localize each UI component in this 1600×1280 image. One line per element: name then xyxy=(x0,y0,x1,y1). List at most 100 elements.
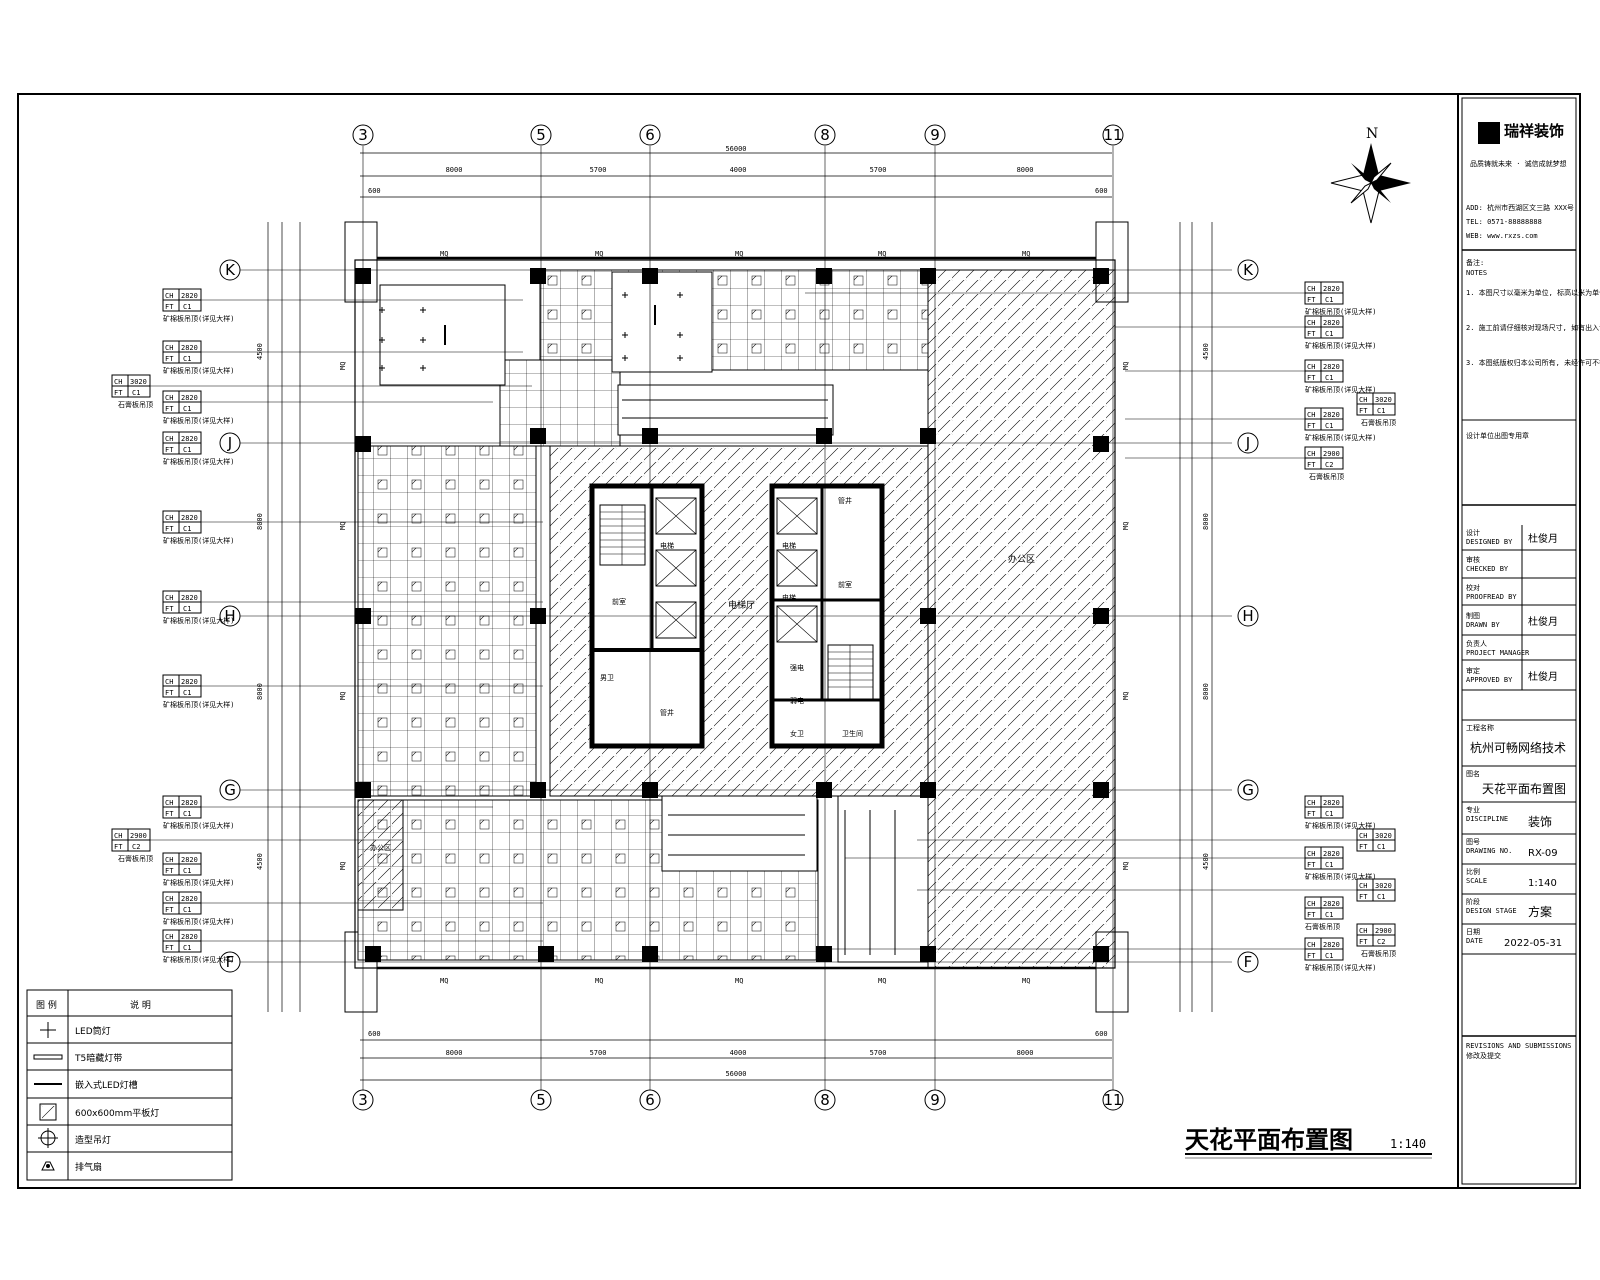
svg-text:管井: 管井 xyxy=(660,708,674,717)
svg-text:8000: 8000 xyxy=(256,513,264,530)
svg-text:2820: 2820 xyxy=(1323,319,1340,327)
corridor-ceiling xyxy=(617,384,834,436)
tile-grid-north-west xyxy=(499,359,621,447)
svg-text:CH: CH xyxy=(1359,927,1367,935)
axis-bubble-bottom: 11 xyxy=(1102,1089,1124,1111)
svg-text:FT: FT xyxy=(1307,911,1316,919)
svg-text:FT: FT xyxy=(114,389,123,397)
svg-text:3020: 3020 xyxy=(1375,882,1392,890)
svg-text:3: 3 xyxy=(358,126,368,144)
room-labels: 电梯厅 办公区 办公区 前室 管井 电梯 电梯 电梯 前室 强电 弱电 卫生间 … xyxy=(370,496,1035,852)
svg-text:矿棉板吊顶(详见大样): 矿棉板吊顶(详见大样) xyxy=(163,821,234,830)
svg-text:MQ: MQ xyxy=(595,250,603,258)
svg-text:FT: FT xyxy=(165,867,174,875)
svg-text:DRAWING NO.: DRAWING NO. xyxy=(1466,847,1512,855)
svg-text:CH: CH xyxy=(165,292,173,300)
svg-text:CH: CH xyxy=(1359,832,1367,840)
strip-light-icon xyxy=(33,1054,63,1060)
svg-text:8: 8 xyxy=(820,1091,830,1109)
svg-text:图 例: 图 例 xyxy=(36,999,57,1011)
svg-text:设计: 设计 xyxy=(1466,528,1480,537)
svg-text:6: 6 xyxy=(645,126,655,144)
svg-text:C1: C1 xyxy=(1325,374,1333,382)
svg-text:2820: 2820 xyxy=(181,856,198,864)
svg-text:矿棉板吊顶(详见大样): 矿棉板吊顶(详见大样) xyxy=(163,536,234,545)
svg-text:2820: 2820 xyxy=(1323,363,1340,371)
svg-text:CH: CH xyxy=(165,435,173,443)
strip-lighting-room xyxy=(661,795,818,872)
svg-text:600: 600 xyxy=(368,1030,381,1038)
svg-text:56000: 56000 xyxy=(725,1070,746,1078)
svg-text:FT: FT xyxy=(165,525,174,533)
svg-text:PROJECT MANAGER: PROJECT MANAGER xyxy=(1466,649,1530,657)
svg-text:C1: C1 xyxy=(183,525,191,533)
svg-text:矿棉板吊顶(详见大样): 矿棉板吊顶(详见大样) xyxy=(163,917,234,926)
svg-text:MQ: MQ xyxy=(735,250,743,258)
axis-bubble-bottom: 9 xyxy=(924,1089,946,1111)
svg-text:MQ: MQ xyxy=(339,522,347,530)
svg-text:9: 9 xyxy=(930,126,940,144)
led-downlight-icon xyxy=(40,1022,56,1038)
svg-text:3020: 3020 xyxy=(130,378,147,386)
axis-bubble-bottom: 8 xyxy=(814,1089,836,1111)
svg-text:CH: CH xyxy=(1307,850,1315,858)
axis-bubble-right: F xyxy=(1237,951,1259,973)
axis-bubble-bottom: 6 xyxy=(639,1089,661,1111)
svg-text:矿棉板吊顶(详见大样): 矿棉板吊顶(详见大样) xyxy=(163,314,234,323)
svg-text:MQ: MQ xyxy=(339,692,347,700)
svg-text:FT: FT xyxy=(1359,938,1368,946)
svg-text:FT: FT xyxy=(165,689,174,697)
svg-text:2900: 2900 xyxy=(130,832,147,840)
svg-text:2820: 2820 xyxy=(181,435,198,443)
svg-text:C2: C2 xyxy=(132,843,140,851)
svg-text:强电: 强电 xyxy=(790,663,804,672)
svg-text:MQ: MQ xyxy=(339,362,347,370)
svg-text:CH: CH xyxy=(114,832,122,840)
svg-text:专业: 专业 xyxy=(1466,805,1480,814)
svg-text:G: G xyxy=(1242,781,1254,799)
svg-text:杭州可畅网络技术: 杭州可畅网络技术 xyxy=(1470,740,1566,755)
elevator-car xyxy=(655,601,697,639)
svg-text:K: K xyxy=(225,261,236,279)
svg-text:办公区: 办公区 xyxy=(1008,553,1035,565)
svg-text:CH: CH xyxy=(1307,900,1315,908)
svg-text:石膏板吊顶: 石膏板吊顶 xyxy=(1361,418,1396,427)
svg-text:CH: CH xyxy=(1307,450,1315,458)
svg-text:MQ: MQ xyxy=(1022,977,1030,985)
svg-text:杜俊月: 杜俊月 xyxy=(1528,670,1558,683)
svg-text:负责人: 负责人 xyxy=(1466,639,1487,648)
dimension-texts: 56000 8000 5700 4000 5700 8000 600 600 6… xyxy=(256,145,1210,1078)
svg-text:F: F xyxy=(226,953,235,971)
svg-text:电梯: 电梯 xyxy=(782,541,796,550)
axis-bubble-top: 11 xyxy=(1102,124,1124,146)
grid-axis-lines xyxy=(240,146,1232,1090)
tile-grid-west xyxy=(357,445,537,797)
svg-text:MQ: MQ xyxy=(1122,522,1130,530)
svg-text:MQ: MQ xyxy=(735,977,743,985)
axis-bubble-top: 9 xyxy=(924,124,946,146)
svg-text:2820: 2820 xyxy=(1323,411,1340,419)
axis-bubble-top: 3 xyxy=(352,124,374,146)
svg-text:2820: 2820 xyxy=(181,394,198,402)
svg-text:品质铸就未来 · 诚信成就梦想: 品质铸就未来 · 诚信成就梦想 xyxy=(1470,159,1567,168)
svg-text:8: 8 xyxy=(820,126,830,144)
svg-text:FT: FT xyxy=(165,944,174,952)
svg-text:CH: CH xyxy=(1307,319,1315,327)
svg-text:CH: CH xyxy=(1359,396,1367,404)
svg-text:J: J xyxy=(227,434,232,452)
svg-text:矿棉板吊顶(详见大样): 矿棉板吊顶(详见大样) xyxy=(163,416,234,425)
axis-bubble-top: 5 xyxy=(530,124,552,146)
elevator-car xyxy=(776,549,818,587)
svg-text:CH: CH xyxy=(165,678,173,686)
svg-text:排气扇: 排气扇 xyxy=(75,1161,102,1173)
